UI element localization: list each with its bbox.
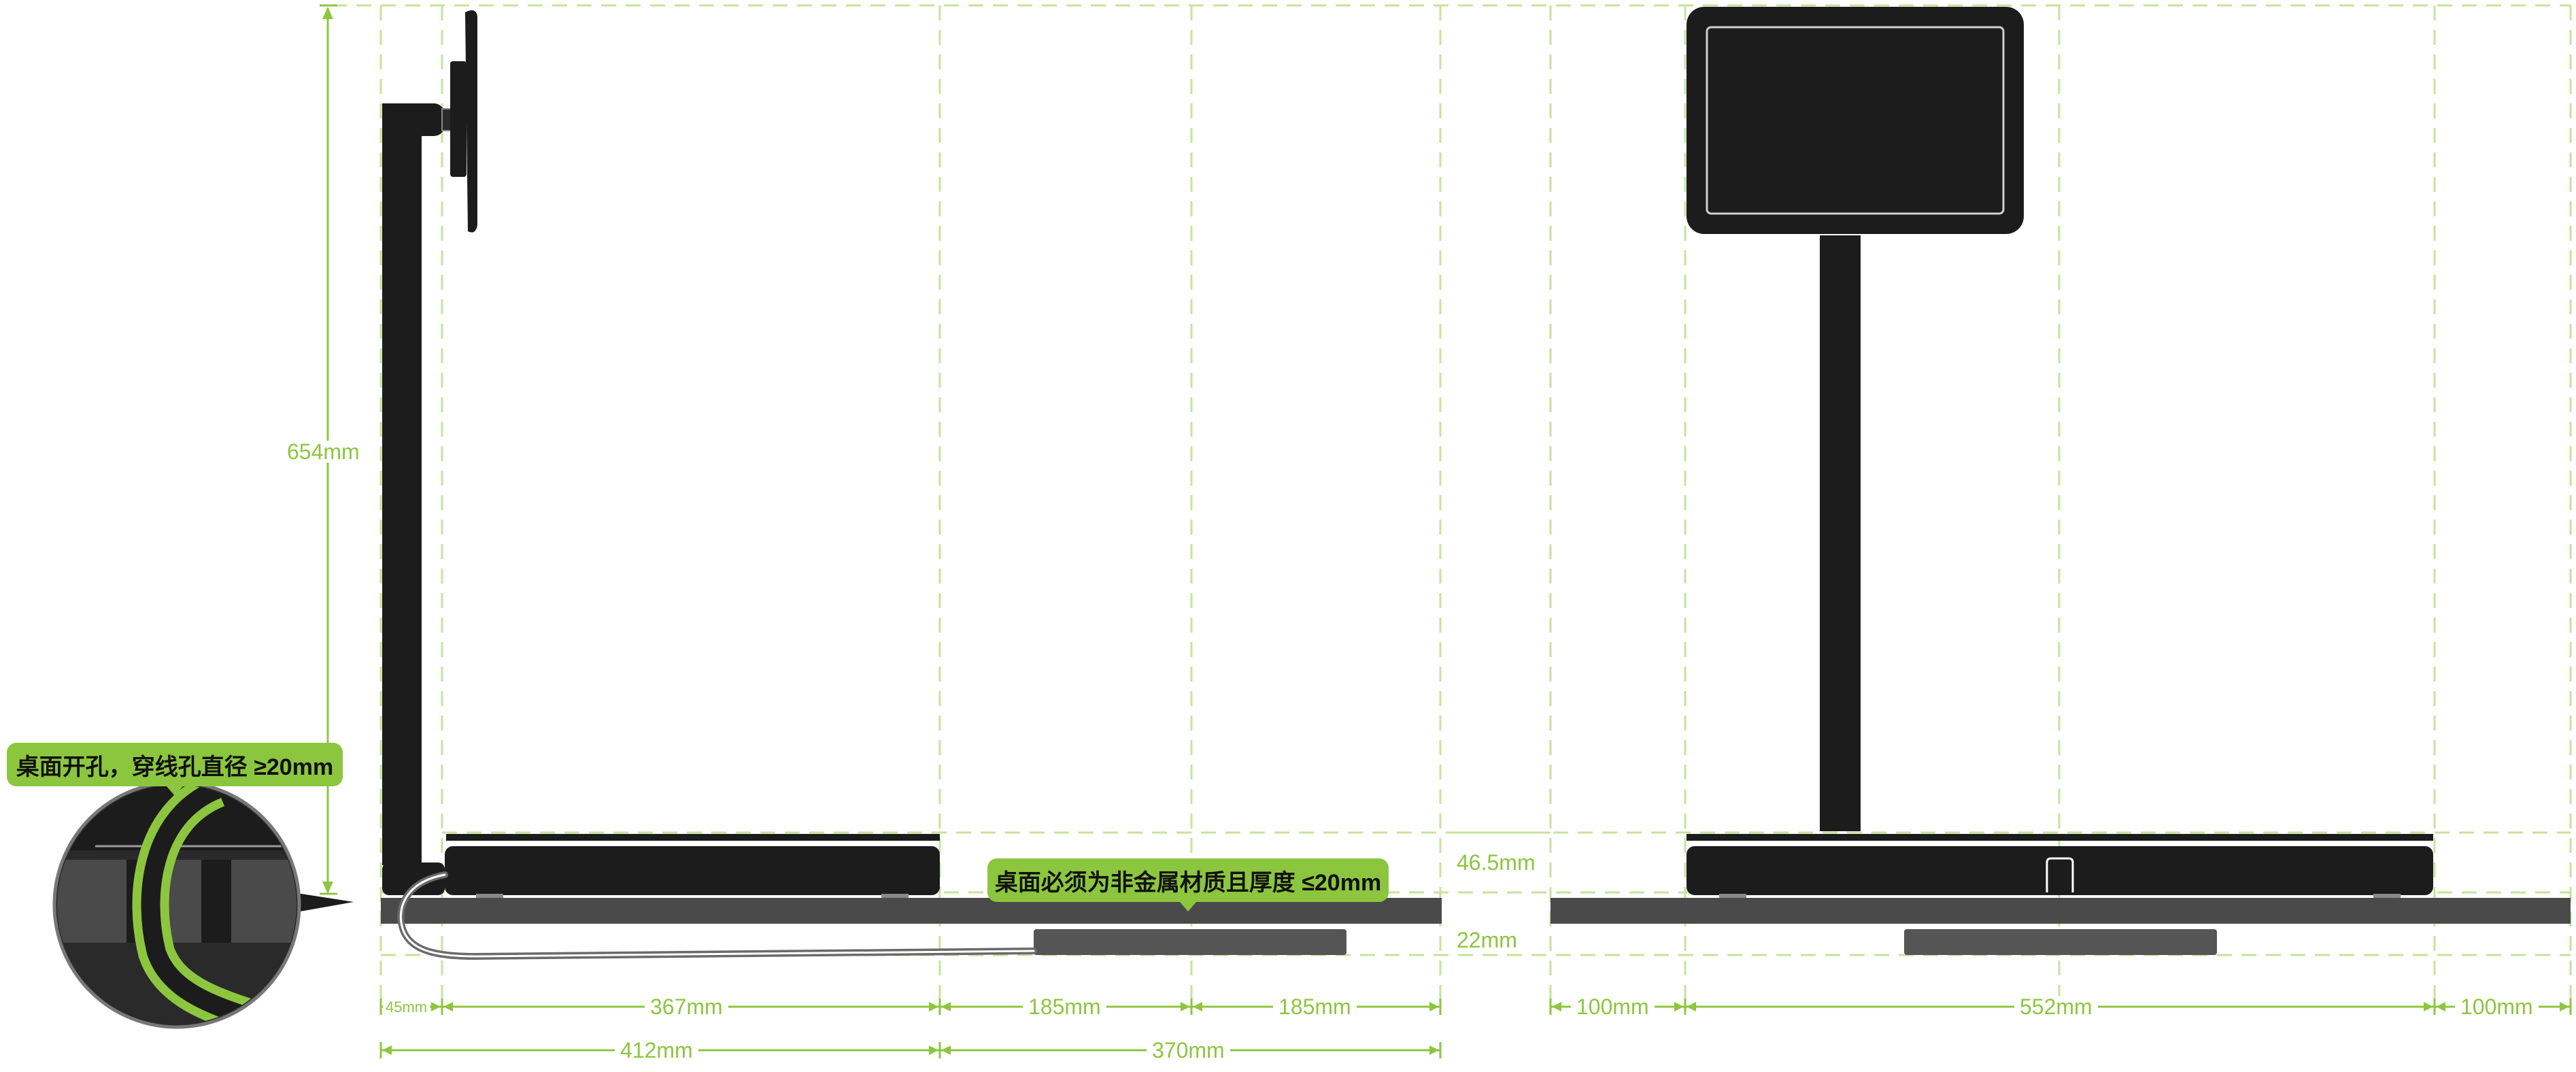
front-base <box>1687 846 2433 895</box>
magnifier-pointer <box>292 892 354 913</box>
dim-side-half-a: 185mm <box>1023 996 1106 1018</box>
side-base <box>445 846 940 895</box>
dim-front-width: 552mm <box>2014 996 2098 1018</box>
side-mount <box>450 61 467 177</box>
front-cable-port <box>2046 857 2074 892</box>
side-screen-profile <box>465 10 477 233</box>
hole-requirement-callout: 桌面开孔，穿线孔直径 ≥20mm <box>7 743 343 796</box>
desk-requirement-callout: 桌面必须为非金属材质且厚度 ≤20mm <box>987 858 1389 911</box>
dim-height-total: 654mm <box>282 441 365 463</box>
desk-side-view <box>381 898 1442 924</box>
side-pole <box>382 103 422 865</box>
front-base-top <box>1687 834 2433 841</box>
front-foot-right <box>2373 894 2401 898</box>
dim-front-margin-right: 100mm <box>2455 996 2539 1018</box>
dim-desk-thickness: 22mm <box>1451 929 1523 951</box>
front-foot-left <box>1719 894 1746 898</box>
front-screen <box>1687 7 2024 234</box>
front-view-device <box>1687 7 2433 898</box>
dim-side-total: 412mm <box>615 1039 698 1061</box>
desk-brace-front <box>1904 929 2217 955</box>
dim-side-half-b: 185mm <box>1273 996 1357 1018</box>
dim-side-pole-offset: 45mm <box>383 1000 430 1015</box>
dim-side-desk-span: 370mm <box>1147 1039 1230 1061</box>
side-view-device <box>382 10 1037 960</box>
desk-front-view <box>1550 898 2571 924</box>
hole-magnifier <box>52 780 354 1029</box>
desk-brace-side <box>1034 929 1346 955</box>
side-pole-foot <box>382 862 445 895</box>
dim-front-margin-left: 100mm <box>1571 996 1655 1018</box>
dim-side-base-depth: 367mm <box>645 996 728 1018</box>
front-screen-bezel <box>1706 26 2005 215</box>
front-pole <box>1820 235 1861 831</box>
dim-base-height: 46.5mm <box>1451 852 1541 873</box>
side-base-top <box>446 834 940 841</box>
side-arm <box>382 103 445 136</box>
side-foot-right <box>881 894 909 898</box>
side-foot-left <box>476 894 503 898</box>
